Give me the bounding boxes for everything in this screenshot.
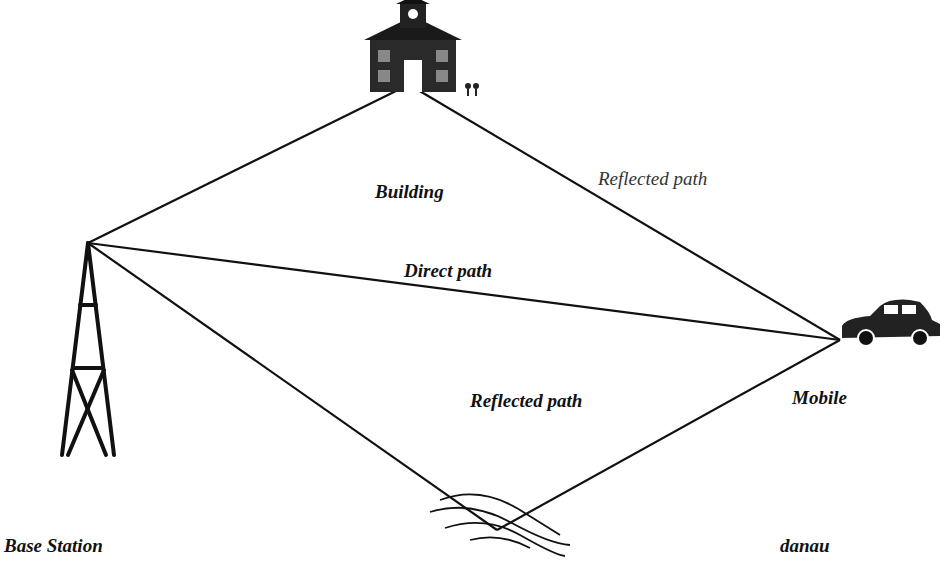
lake-label: danau bbox=[778, 535, 832, 557]
building-icon bbox=[364, 0, 479, 96]
path-label: Reflected path bbox=[468, 390, 584, 412]
mobile-label: Mobile bbox=[790, 387, 849, 409]
direct-path-line bbox=[88, 243, 840, 340]
building-label: Building bbox=[373, 181, 446, 203]
car-icon bbox=[842, 300, 940, 346]
path-label: Direct path bbox=[402, 260, 494, 282]
tower-symbol bbox=[62, 243, 114, 455]
signal-paths bbox=[88, 90, 840, 530]
path-building-to-mobile bbox=[418, 90, 840, 340]
path-lake-to-mobile bbox=[497, 340, 840, 530]
path-to-building bbox=[88, 90, 398, 243]
lake-waves bbox=[430, 494, 570, 556]
path-label: Reflected path bbox=[596, 168, 709, 190]
station-label: Base Station bbox=[2, 535, 105, 557]
path-to-lake bbox=[88, 243, 497, 530]
